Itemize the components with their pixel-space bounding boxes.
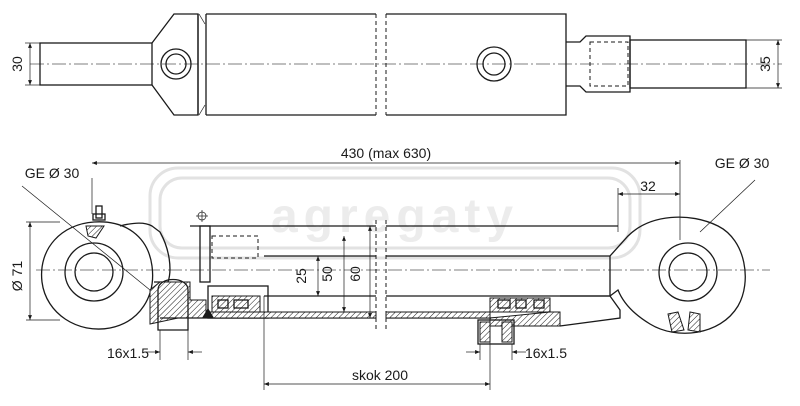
- right-eye-bearing-inner: [668, 252, 708, 292]
- dim-rod-diameter: 25: [293, 268, 309, 284]
- top-right-tongue: [629, 39, 747, 89]
- dim-stroke: skok 200: [352, 367, 408, 383]
- right-port: [477, 319, 515, 345]
- left-eye-bearing-outer: [64, 242, 124, 302]
- right-eye-bearing-outer: [658, 242, 718, 302]
- dim-right-port: 16x1.5: [525, 345, 567, 361]
- top-left-tongue: [39, 42, 153, 86]
- piston-rod: [264, 255, 611, 297]
- dim-overall-length: 430 (max 630): [341, 145, 431, 161]
- dim-eye-offset: 32: [640, 178, 656, 194]
- top-right-pin-outer: [476, 46, 512, 82]
- top-view: 30 35: [9, 13, 782, 116]
- left-port: [157, 278, 189, 331]
- right-eye-outline: [609, 216, 746, 334]
- top-right-pin-inner: [482, 52, 506, 76]
- top-left-pin-inner: [165, 53, 187, 75]
- top-tube-right: [386, 13, 567, 116]
- dim-tube-diameter: 60: [347, 266, 363, 282]
- left-eye-neck: [119, 222, 171, 283]
- top-tube-left: [206, 13, 376, 116]
- watermark-text: agregaty: [271, 190, 519, 243]
- left-eye-bearing-inner: [74, 252, 114, 292]
- top-left-pin-outer: [160, 48, 192, 80]
- watermark: agregaty: [148, 166, 642, 260]
- dim-top-right-width: 35: [757, 56, 773, 72]
- dim-left-port: 16x1.5: [107, 345, 149, 361]
- dim-bore-diameter: 50: [319, 266, 335, 282]
- label-right-joint: GE Ø 30: [715, 155, 770, 171]
- label-left-joint: GE Ø 30: [25, 165, 80, 181]
- side-view: 430 (max 630) GE Ø 30 GE Ø 30 32 Ø 71: [9, 145, 770, 390]
- left-eye-outline: [40, 221, 154, 330]
- dim-top-left-width: 30: [9, 56, 25, 72]
- dim-eye-diameter: Ø 71: [9, 261, 25, 292]
